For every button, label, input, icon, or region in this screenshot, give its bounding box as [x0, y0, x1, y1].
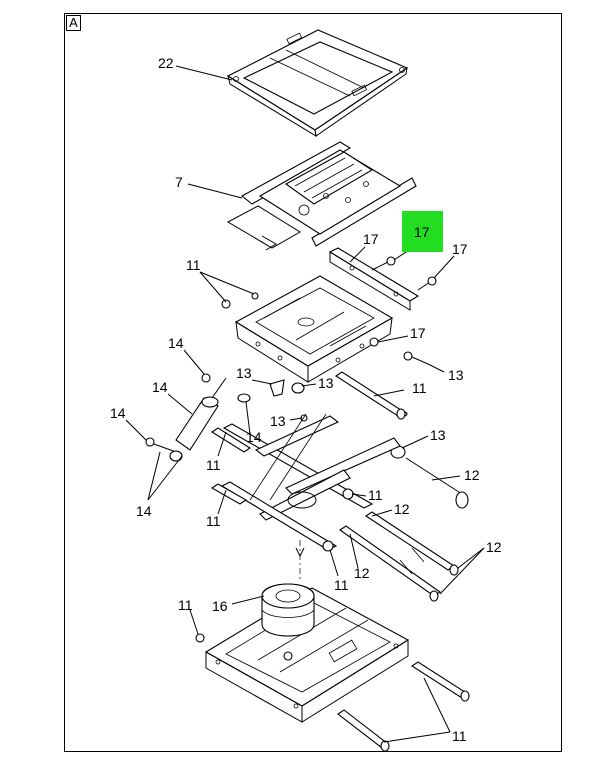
callout-label: 14 [136, 503, 152, 519]
callout-label: 11 [452, 728, 467, 744]
callout-label: 7 [175, 174, 183, 190]
callout-label: 17 [410, 325, 426, 341]
callout-label: 14 [246, 429, 262, 445]
leader-lines [125, 65, 485, 743]
highlighted-callout-label: 17 [414, 224, 430, 240]
highlight-fill [402, 211, 443, 252]
view-label: A [66, 15, 81, 31]
part-12-shaft[interactable] [339, 511, 459, 602]
nut[interactable] [221, 292, 379, 347]
callout-label: 11 [334, 577, 349, 593]
callout-label: 12 [394, 501, 410, 517]
callout-label: 12 [354, 565, 370, 581]
part-7-slide-mechanism[interactable] [226, 141, 417, 251]
part-11-bottom-rod[interactable] [337, 661, 470, 752]
callout-label: 16 [212, 598, 228, 614]
nut[interactable] [195, 633, 205, 643]
part-13-bushing[interactable] [269, 379, 406, 459]
callout-label: 17 [452, 241, 468, 257]
part-13-bolt[interactable] [403, 351, 429, 365]
part-11-pin[interactable] [322, 488, 354, 552]
part-17-bolt[interactable] [371, 256, 437, 291]
part-17-bracket[interactable] [328, 247, 420, 311]
callout-label: 13 [448, 367, 464, 383]
callout-label: 13 [318, 375, 334, 391]
callout-label: 12 [464, 467, 480, 483]
callout-label: 11 [178, 597, 193, 613]
part-11-rod[interactable] [210, 371, 406, 505]
callout-label: 14 [152, 379, 168, 395]
diagram-frame [64, 13, 562, 752]
part-16-air-spring[interactable] [261, 583, 315, 637]
callout-label: 13 [430, 427, 446, 443]
mounting-plate[interactable] [234, 275, 394, 383]
callout-label: 13 [236, 365, 252, 381]
callout-label: 11 [368, 487, 383, 503]
callout-label: 22 [158, 55, 174, 71]
callout-labels: 22 7 17 17 11 17 14 13 13 11 13 14 14 13… [110, 55, 502, 744]
callout-label: 11 [206, 513, 221, 529]
callout-label: 12 [486, 539, 502, 555]
callout-label: 13 [270, 413, 286, 429]
part-22-slide-rail[interactable] [226, 29, 409, 137]
part-14-shock-absorber[interactable] [145, 373, 251, 462]
scissor-linkage[interactable] [220, 375, 469, 551]
callout-label: 14 [110, 405, 126, 421]
callout-label: 14 [168, 335, 184, 351]
callout-label: 11 [186, 257, 201, 273]
callout-label: 11 [206, 457, 221, 473]
callout-label: 11 [412, 380, 427, 396]
callout-label: 17 [363, 231, 379, 247]
